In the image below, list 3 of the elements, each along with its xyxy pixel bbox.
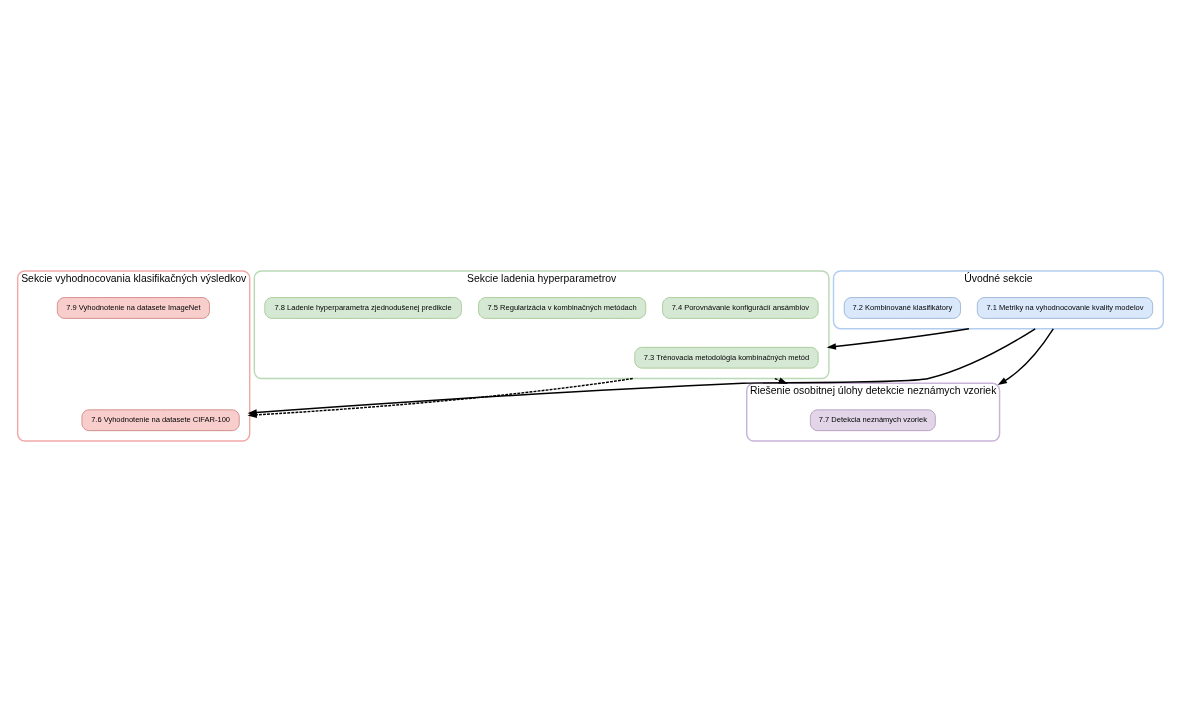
arrow	[774, 376, 788, 384]
arrow	[997, 327, 1054, 385]
arrow	[826, 327, 970, 350]
